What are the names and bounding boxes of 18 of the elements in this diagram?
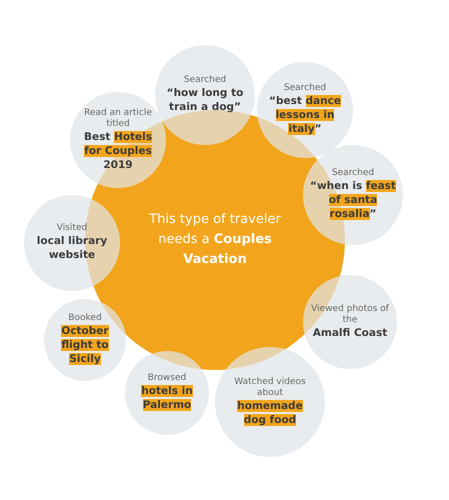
action-label: Searched xyxy=(332,168,374,180)
activity-text: “how long to train a dog” xyxy=(166,86,244,115)
activity-text: “best dance lessons in italy” xyxy=(268,94,342,137)
activity-text: Amalfi Coast xyxy=(312,326,388,340)
activity-text: “when is feast of santa rosalia” xyxy=(309,179,397,222)
activity-text: homemade dog food xyxy=(236,398,304,427)
action-label: Viewed photos of the xyxy=(310,304,390,326)
action-label: Searched xyxy=(184,75,226,86)
activity-text: local library website xyxy=(36,234,108,263)
action-label: Watched videos about xyxy=(233,377,307,399)
activity-text: hotels in Palermo xyxy=(140,384,194,413)
action-label: Visited xyxy=(56,223,88,234)
action-label: Searched xyxy=(284,83,326,94)
activity-text: October flight to Sicily xyxy=(60,324,110,367)
action-label: Browsed xyxy=(148,373,186,384)
center-text: This type of traveler needs a Couples Vacation xyxy=(148,210,282,270)
action-label: Read an article titled xyxy=(83,108,153,130)
action-label: Booked xyxy=(68,313,102,324)
